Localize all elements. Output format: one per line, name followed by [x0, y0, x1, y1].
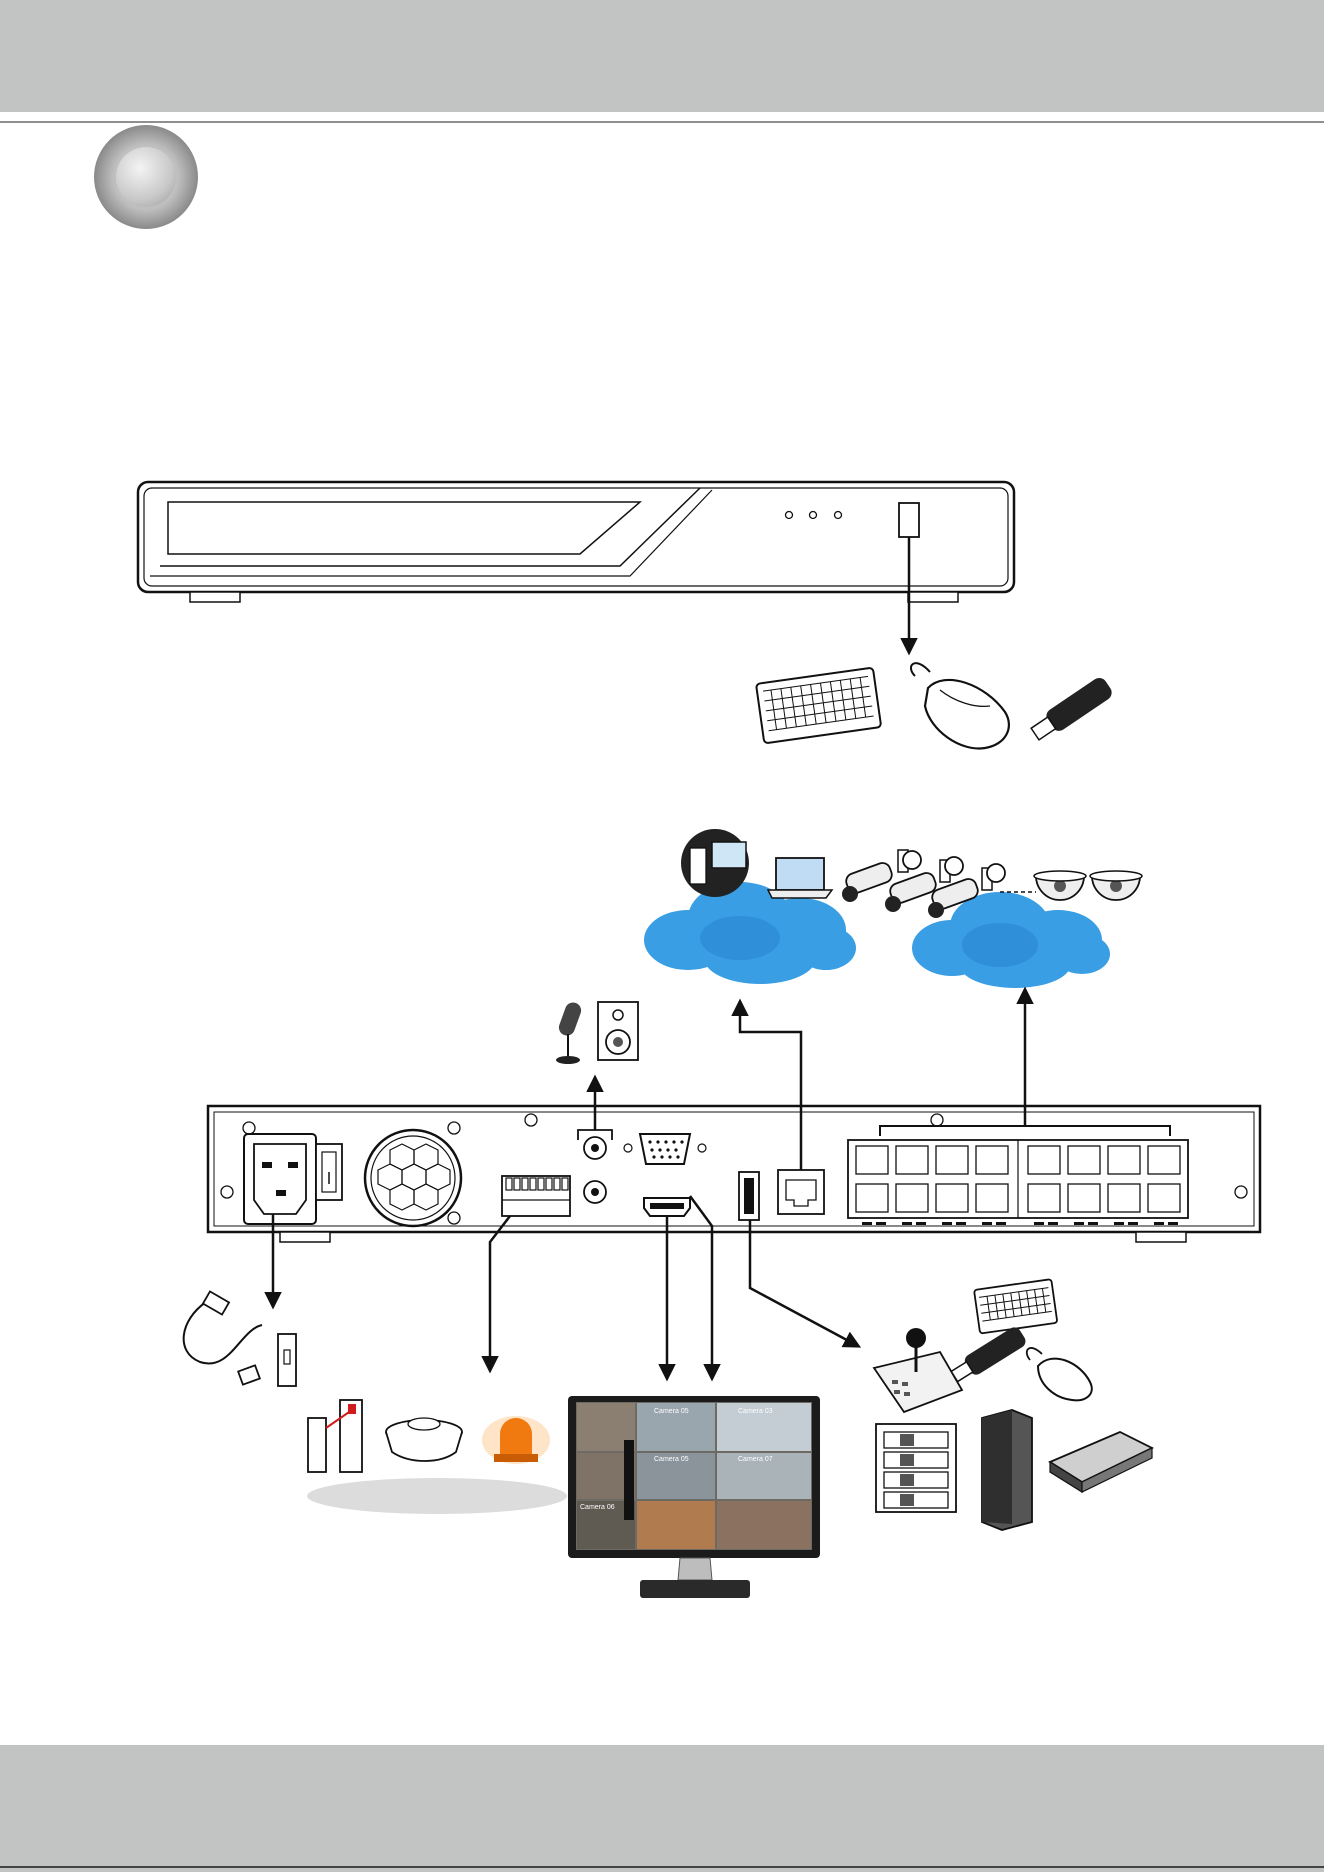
device-platform: [307, 1478, 567, 1514]
dome-camera-icon: [1034, 871, 1086, 900]
keyboard-icon: [974, 1279, 1057, 1333]
desktop-pc-icon: [681, 829, 749, 897]
camera-label: Camera 06: [580, 1504, 615, 1511]
mouse-icon: [1027, 1348, 1092, 1400]
monitor-icon: Camera 05 Camera 03 Camera 05 Camera 07 …: [568, 1396, 820, 1598]
usb-drive-icon: [949, 1325, 1029, 1386]
camera-label: Camera 05: [654, 1456, 689, 1463]
dome-camera-icon: [1090, 871, 1142, 900]
usb-drive-icon: [1028, 675, 1114, 744]
camera-label: Camera 07: [738, 1456, 773, 1463]
keyboard-icon: [756, 668, 881, 744]
speaker-icon: [598, 1002, 638, 1060]
mouse-icon: [911, 663, 1009, 748]
nvr-rear-panel: [208, 1106, 1260, 1242]
front-usb-port: [899, 503, 919, 537]
alarm-light-icon: [482, 1416, 550, 1464]
joystick-icon: [874, 1328, 962, 1412]
door-sensor-icon: [308, 1400, 362, 1472]
nvr-front-panel: [138, 482, 1014, 602]
camera-label: Camera 05: [654, 1408, 689, 1415]
alarm-io-connector: [490, 1216, 510, 1370]
external-storage-icon: [876, 1410, 1152, 1530]
laptop-icon: [768, 858, 832, 898]
camera-label: Camera 03: [738, 1408, 773, 1415]
power-cord-icon: [184, 1291, 296, 1386]
usb-connector: [750, 1220, 858, 1346]
smoke-detector-icon: [386, 1418, 462, 1461]
microphone-icon: [556, 1000, 583, 1064]
